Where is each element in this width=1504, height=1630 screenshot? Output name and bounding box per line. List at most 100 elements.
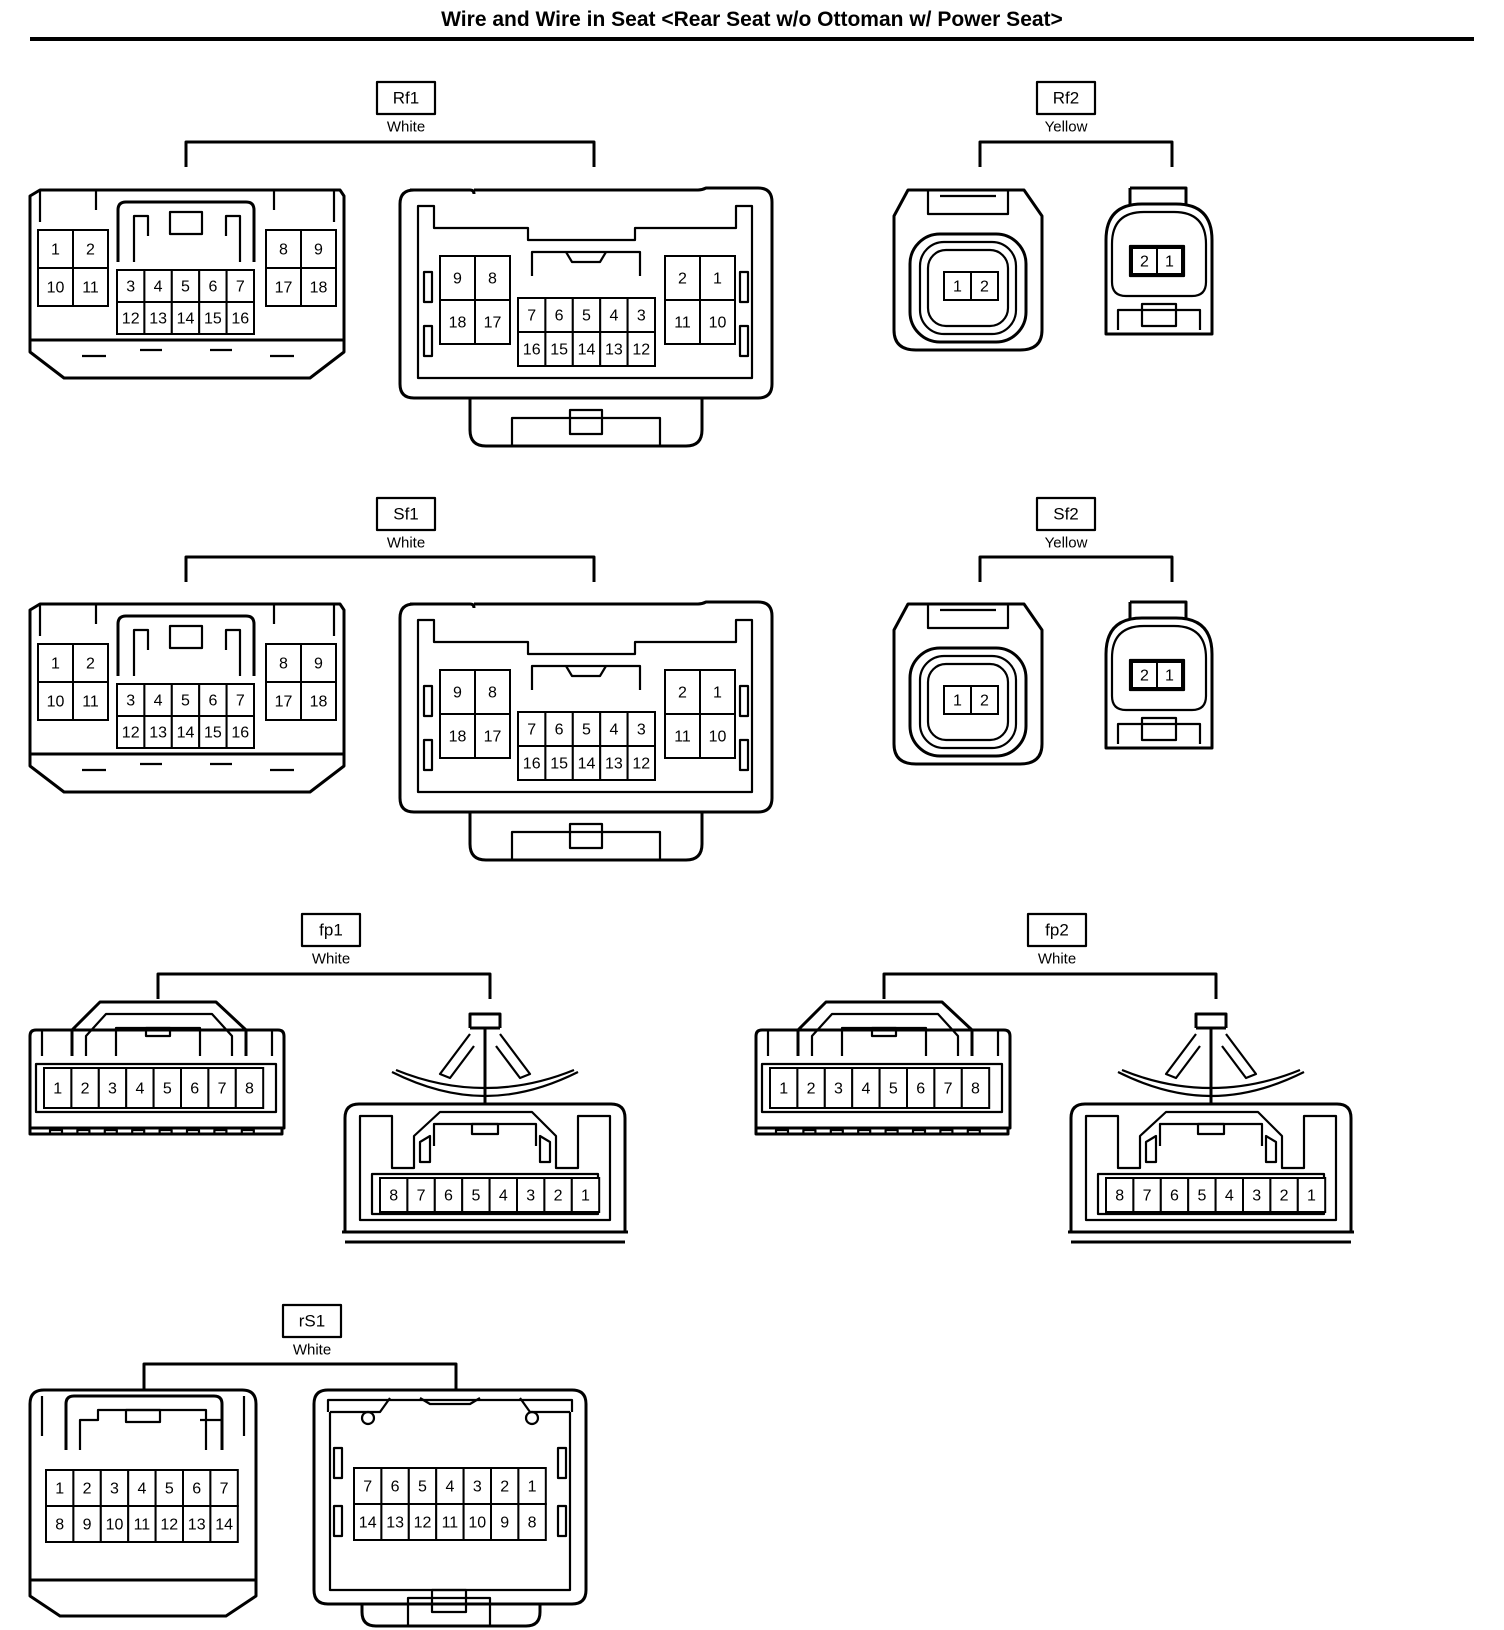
pin-box [198, 301, 228, 335]
bottom-rail [754, 1128, 1010, 1136]
pin-box [517, 331, 547, 367]
connector-label-box [1035, 80, 1097, 116]
pin-cell: 17 [474, 713, 511, 759]
cavity [358, 1110, 612, 1222]
base [1104, 286, 1214, 336]
connector-id: fp1 [319, 921, 343, 940]
pin-number: 5 [471, 1188, 480, 1205]
housing [398, 186, 774, 400]
pin-box [439, 669, 476, 715]
pin-number: 11 [82, 280, 99, 297]
cavity [416, 618, 754, 794]
side-slot [422, 270, 434, 304]
pin-cell: 15 [544, 745, 574, 781]
pin-number: 5 [582, 722, 591, 739]
pin-box [517, 711, 547, 747]
connector-id: rS1 [299, 1312, 325, 1331]
pin-cell: 8 [265, 643, 302, 683]
pin-cell: 9 [300, 229, 337, 269]
connector-label-box [1026, 912, 1088, 948]
pin-box [70, 1067, 100, 1109]
pin-number: 15 [204, 311, 222, 328]
pin-box [474, 669, 511, 715]
pin-box [571, 745, 602, 781]
pin-number: 11 [674, 315, 691, 332]
pin-frame [1128, 658, 1186, 692]
pin-number: 7 [218, 1081, 227, 1098]
pin-cell: 1 [769, 1067, 799, 1109]
bracket [184, 140, 596, 167]
side-slot [738, 684, 750, 718]
housing [892, 602, 1044, 766]
pin-box [225, 715, 256, 749]
pin-box [516, 1177, 546, 1213]
pin-number: 3 [108, 1081, 117, 1098]
pin-number: 12 [414, 1515, 432, 1532]
pin-cell: 1 [943, 685, 972, 715]
pin-cell: 13 [143, 301, 173, 335]
pin-box [517, 1503, 547, 1541]
pin-cell: 1 [1156, 247, 1183, 275]
side-slot [332, 1446, 344, 1480]
pin-cell: 6 [544, 297, 574, 333]
pin-box [439, 713, 476, 759]
lock-tab [870, 1026, 898, 1038]
pin-number: 8 [279, 242, 288, 259]
pin-box [570, 1177, 601, 1213]
pin-number: 12 [632, 342, 650, 359]
cavity [326, 1397, 574, 1592]
pin-cell: 18 [300, 681, 337, 721]
pin-cell: 12 [626, 331, 656, 367]
cavity [416, 204, 754, 380]
clip-spring [391, 1071, 579, 1098]
lock-tab [1140, 302, 1178, 328]
lock-base [510, 416, 662, 446]
pin-cell: 4 [488, 1177, 519, 1213]
pin-number: 17 [484, 729, 502, 746]
side-slot [332, 1504, 344, 1538]
pin-box [300, 229, 337, 269]
pin-frame [1128, 244, 1186, 278]
pin-cell: 11 [72, 267, 109, 307]
pin-box [462, 1467, 493, 1505]
pin-box [1242, 1177, 1272, 1213]
clip-spring [395, 1068, 575, 1090]
pin-number: 11 [134, 1517, 151, 1534]
pin-cell: 5 [878, 1067, 908, 1109]
pin-cell: 5 [170, 269, 201, 303]
pin-cell: 4 [143, 269, 173, 303]
pin-cell: 18 [439, 299, 476, 345]
pin-cell: 7 [225, 269, 256, 303]
pin-cell: 15 [198, 301, 228, 335]
pin-number: 12 [122, 725, 140, 742]
connector-label-box [281, 1303, 343, 1339]
housing [312, 1388, 588, 1606]
pin-box [300, 643, 337, 683]
pin-number: 4 [137, 1481, 146, 1498]
pin-number: 18 [310, 280, 328, 297]
pin-cell: 4 [1214, 1177, 1244, 1213]
pin-cell: 13 [599, 745, 629, 781]
pin-number: 2 [500, 1479, 509, 1496]
pin-box [435, 1503, 465, 1541]
pin-box [474, 299, 511, 345]
pin-box [1131, 247, 1158, 275]
side-wall [40, 1396, 246, 1436]
pin-number: 2 [554, 1188, 563, 1205]
pin-number: 11 [674, 729, 691, 746]
pin-cell: 2 [664, 669, 701, 715]
pin-box [1132, 1177, 1162, 1213]
pin-number: 2 [678, 685, 687, 702]
pin-number: 4 [1225, 1188, 1234, 1205]
pin-number: 16 [523, 756, 541, 773]
latch-window [840, 1026, 928, 1056]
pin-number: 2 [81, 1081, 90, 1098]
pin-box [225, 301, 256, 335]
pin-number: 8 [389, 1188, 398, 1205]
pin-number: 15 [550, 756, 568, 773]
pin-number: 2 [980, 279, 989, 296]
